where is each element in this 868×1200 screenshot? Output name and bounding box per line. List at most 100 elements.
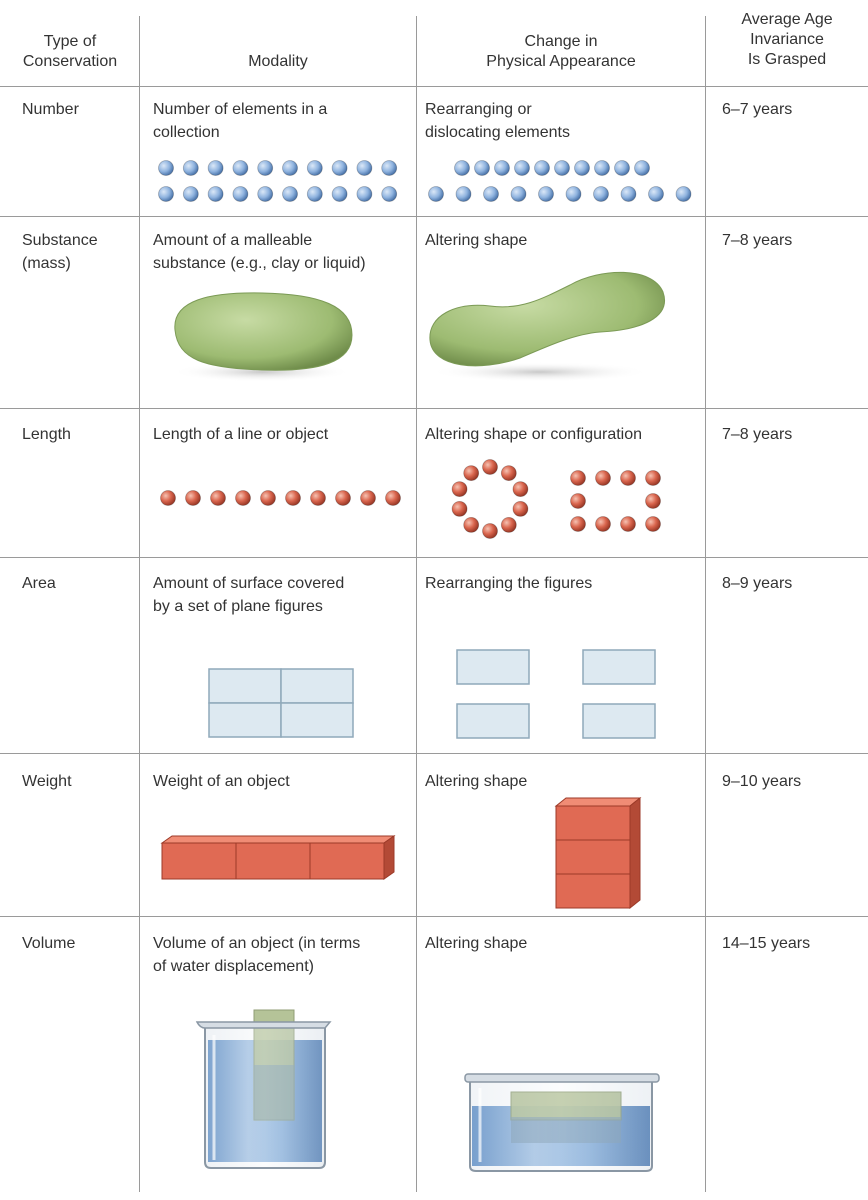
red-dot — [512, 481, 529, 498]
row-volume-type: Volume — [22, 935, 76, 952]
blue-dot — [620, 186, 637, 202]
red-dot — [451, 500, 468, 517]
red-dot — [500, 516, 517, 533]
row-number-change: Rearranging or dislocating elements — [425, 101, 570, 141]
row-volume-change: Altering shape — [425, 935, 528, 952]
red-dot — [235, 490, 251, 506]
row-weight-change: Altering shape — [425, 773, 528, 790]
column-divider-1 — [139, 16, 140, 1192]
blue-dots-collection — [158, 160, 398, 202]
blue-dot — [331, 186, 348, 202]
bricks-horizontal — [160, 835, 396, 880]
blue-dot — [232, 160, 249, 176]
row-area-modality: Amount of surface covered by a set of pl… — [153, 575, 345, 615]
row-weight-type: Weight — [22, 773, 72, 790]
red-dots-circle — [451, 459, 529, 539]
red-dot — [210, 490, 226, 506]
blue-dot — [514, 160, 530, 176]
blue-dot — [483, 186, 499, 202]
red-dots-rectangle — [570, 470, 661, 532]
row-substance-modality: Amount of a malleable substance (e.g., c… — [153, 232, 366, 272]
red-dot — [463, 465, 480, 482]
red-dot — [570, 516, 586, 532]
red-dot — [645, 493, 661, 509]
row-length-age: 7–8 years — [722, 426, 793, 443]
blue-dot — [257, 186, 274, 202]
clay-elongated — [429, 271, 665, 382]
blue-dot — [565, 186, 582, 202]
blue-dot — [454, 160, 470, 176]
red-dot — [482, 459, 498, 475]
area-tiles-combined — [208, 668, 354, 738]
red-dot — [570, 470, 586, 486]
red-dot — [512, 500, 529, 517]
blue-dot — [331, 160, 348, 176]
red-dot — [185, 490, 201, 506]
red-dot — [463, 516, 480, 533]
blue-dot — [306, 186, 323, 202]
row-divider-3 — [0, 557, 868, 558]
red-dot — [482, 523, 498, 539]
red-dot — [595, 516, 611, 532]
blue-dot — [182, 186, 199, 202]
row-substance-change: Altering shape — [425, 232, 528, 249]
red-dot — [500, 465, 517, 482]
blue-dot — [182, 160, 199, 176]
header-type-of-conservation: Type of Conservation — [22, 33, 118, 70]
red-dot — [645, 516, 661, 532]
blue-dot — [594, 160, 610, 176]
row-divider-1 — [0, 216, 868, 217]
blue-dot — [356, 186, 373, 202]
blue-dot — [675, 186, 692, 202]
blue-dot — [207, 160, 224, 176]
row-area-type: Area — [22, 575, 56, 592]
red-dot — [620, 470, 636, 486]
row-weight-age: 9–10 years — [722, 773, 802, 790]
row-weight-modality: Weight of an object — [153, 773, 290, 790]
row-divider-4 — [0, 753, 868, 754]
red-dot — [360, 490, 376, 506]
blue-dot — [593, 186, 609, 202]
blue-dot — [282, 160, 298, 176]
clay-ball — [172, 292, 353, 382]
blue-dot — [381, 160, 398, 176]
blue-dot — [455, 186, 472, 202]
row-number-type: Number — [22, 101, 79, 118]
blue-dot — [257, 160, 274, 176]
blue-dot — [428, 186, 444, 202]
row-number-modality: Number of elements in a collection — [153, 101, 328, 141]
row-substance-age: 7–8 years — [722, 232, 793, 249]
blue-dot — [158, 186, 174, 202]
blue-dot — [534, 160, 550, 176]
blue-dot — [648, 186, 664, 202]
header-modality: Modality — [248, 53, 308, 70]
blue-dot — [474, 160, 490, 176]
red-dot — [570, 493, 586, 509]
blue-dot — [282, 186, 298, 202]
blue-dot — [232, 186, 249, 202]
row-area-age: 8–9 years — [722, 575, 793, 592]
beaker-tall — [195, 1009, 332, 1169]
row-volume-modality: Volume of an object (in terms of water d… — [153, 935, 361, 975]
blue-dot — [356, 160, 373, 176]
row-length-modality: Length of a line or object — [153, 426, 329, 443]
blue-dot — [574, 160, 590, 176]
blue-dot — [510, 186, 527, 202]
blue-dot — [634, 160, 650, 176]
row-volume-age: 14–15 years — [722, 935, 811, 952]
red-dot — [310, 490, 326, 506]
red-dot — [595, 470, 611, 486]
area-tiles-separated — [456, 649, 656, 739]
blue-dot — [207, 186, 224, 202]
row-divider-5 — [0, 916, 868, 917]
header-average-age: Average Age Invariance Is Grasped — [741, 11, 833, 68]
red-dot — [645, 470, 661, 486]
red-dot — [285, 490, 301, 506]
row-area-change: Rearranging the figures — [425, 575, 593, 592]
blue-dot — [554, 160, 570, 176]
red-dot — [160, 490, 176, 506]
beaker-shallow — [464, 1073, 660, 1172]
blue-dots-rearranged — [428, 160, 692, 202]
row-substance-type: Substance (mass) — [22, 232, 98, 272]
